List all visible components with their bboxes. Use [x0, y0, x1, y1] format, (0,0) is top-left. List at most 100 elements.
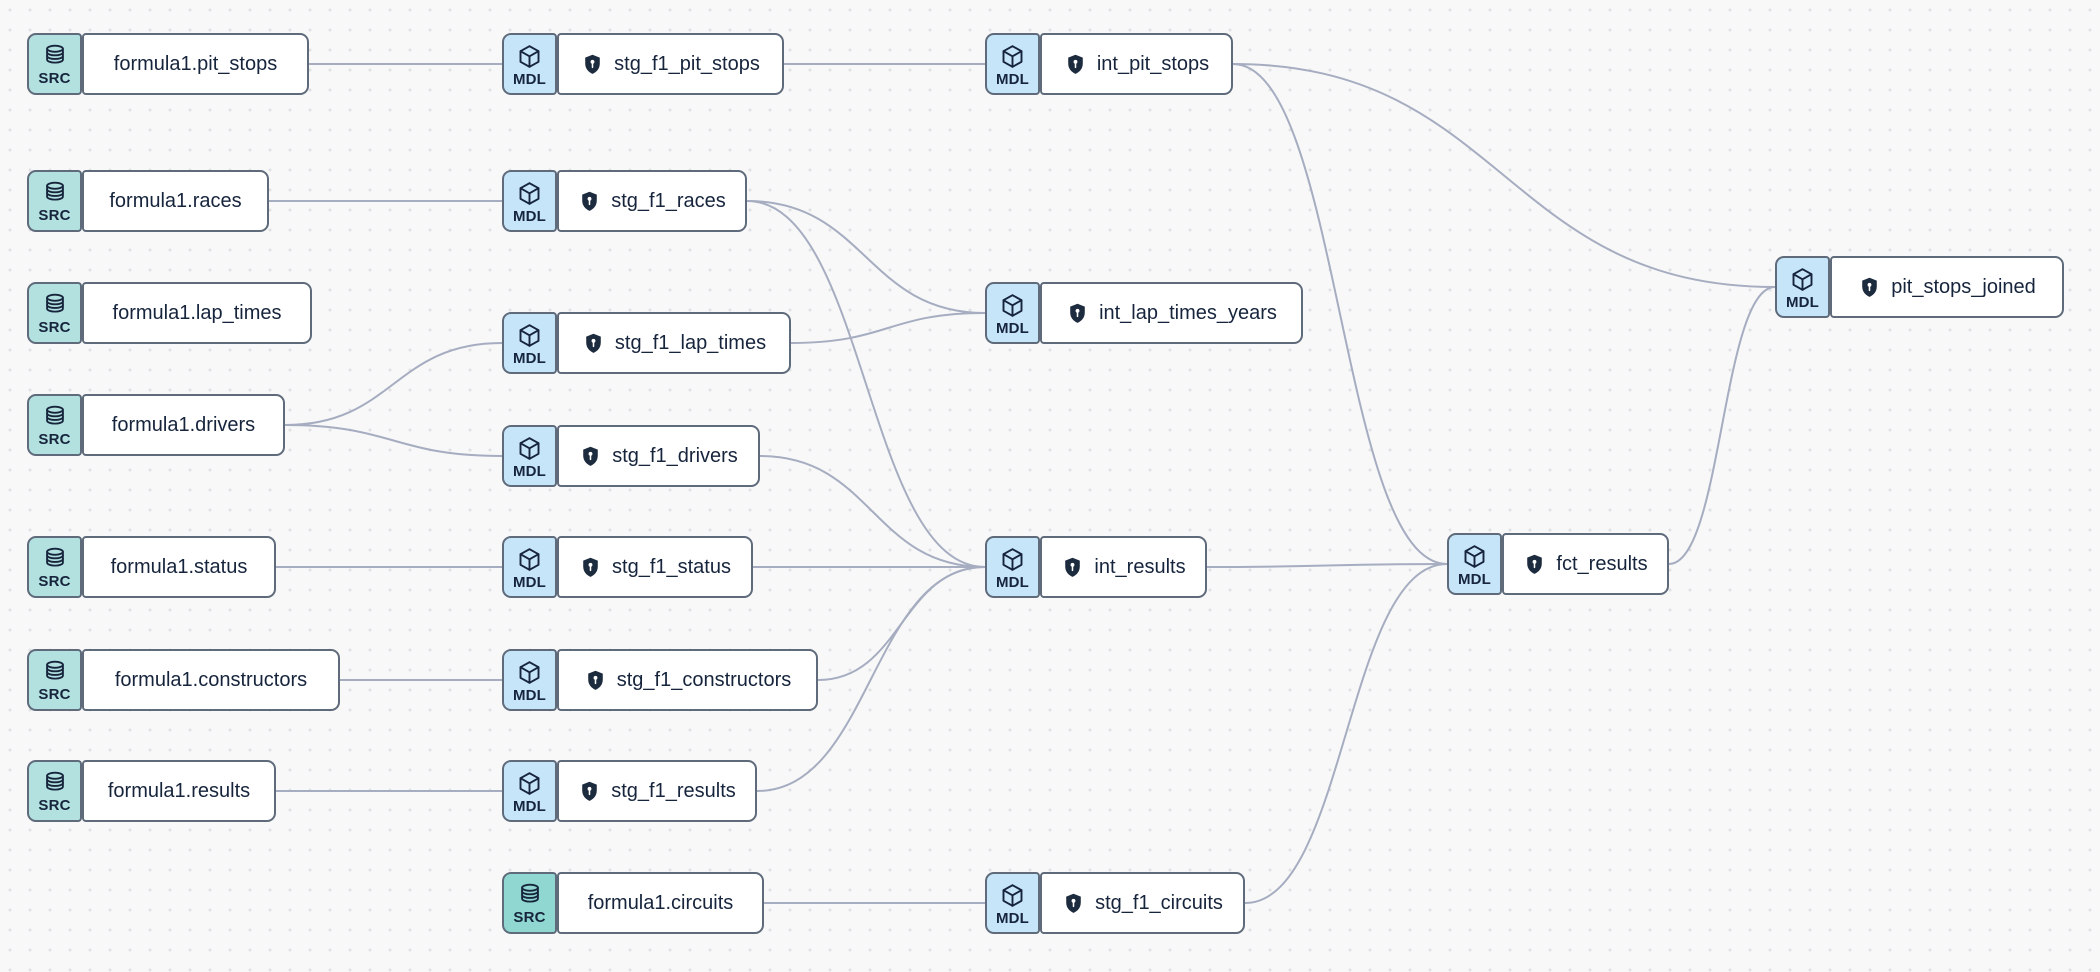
node-int_pit_stops[interactable]: MDL int_pit_stops	[985, 33, 1233, 95]
node-type-label: MDL	[995, 573, 1030, 591]
model-type-cell: MDL	[502, 760, 557, 822]
edge-stg_f1_lap_times-to-int_lap_times_years	[790, 312, 986, 344]
node-label-cell: formula1.circuits	[557, 872, 764, 934]
node-label-cell: stg_f1_results	[557, 760, 757, 822]
node-label-cell: int_lap_times_years	[1040, 282, 1303, 344]
node-label: stg_f1_results	[611, 780, 736, 802]
shield-lock-icon	[1527, 554, 1543, 574]
node-label: stg_f1_pit_stops	[614, 53, 760, 75]
node-type-label: MDL	[512, 573, 547, 591]
cube-icon	[1002, 547, 1023, 571]
edge-formula1_drivers-to-stg_f1_lap_times	[284, 342, 503, 426]
node-stg_f1_circuits[interactable]: MDL stg_f1_circuits	[985, 872, 1245, 934]
node-stg_f1_status[interactable]: MDL stg_f1_status	[502, 536, 753, 598]
node-type-label: SRC	[38, 686, 71, 703]
source-type-cell: SRC	[27, 760, 82, 822]
model-type-cell: MDL	[1775, 256, 1830, 318]
model-type-cell: MDL	[985, 282, 1040, 344]
node-label-cell: formula1.pit_stops	[82, 33, 309, 95]
node-label-cell: stg_f1_constructors	[557, 649, 818, 711]
node-fct_results[interactable]: MDL fct_results	[1447, 533, 1669, 595]
shield-lock-icon	[1070, 303, 1085, 323]
model-type-cell: MDL	[985, 872, 1040, 934]
node-label-cell: formula1.constructors	[82, 649, 340, 711]
node-label-cell: fct_results	[1502, 533, 1669, 595]
node-label: stg_f1_drivers	[612, 445, 738, 467]
model-type-cell: MDL	[985, 33, 1040, 95]
node-stg_f1_constructors[interactable]: MDL stg_f1_constructors	[502, 649, 818, 711]
edge-fct_results-to-pit_stops_joined	[1668, 286, 1776, 565]
node-stg_f1_drivers[interactable]: MDL stg_f1_drivers	[502, 425, 760, 487]
node-label-cell: stg_f1_status	[557, 536, 753, 598]
database-icon	[45, 660, 64, 680]
node-type-label: MDL	[995, 70, 1030, 88]
edge-stg_f1_drivers-to-int_results	[759, 455, 986, 568]
shield-lock-icon	[583, 446, 598, 466]
node-label-cell: stg_f1_races	[557, 170, 747, 232]
model-type-cell: MDL	[502, 170, 557, 232]
node-label: stg_f1_constructors	[616, 669, 792, 691]
node-label-cell: formula1.races	[82, 170, 269, 232]
node-label: formula1.drivers	[111, 414, 256, 436]
node-label-cell: formula1.results	[82, 760, 276, 822]
node-stg_f1_races[interactable]: MDL stg_f1_races	[502, 170, 747, 232]
database-icon	[45, 405, 64, 425]
node-stg_f1_results[interactable]: MDL stg_f1_results	[502, 760, 757, 822]
shield-lock-icon	[582, 191, 598, 211]
node-label: formula1.results	[107, 780, 251, 802]
node-type-label: MDL	[512, 70, 547, 88]
node-label: formula1.races	[109, 190, 242, 212]
node-type-label: MDL	[512, 349, 547, 367]
cube-icon	[1002, 293, 1023, 317]
node-label: formula1.constructors	[114, 669, 308, 691]
shield-lock-icon	[585, 54, 600, 74]
database-icon	[520, 883, 539, 903]
node-formula1_constructors[interactable]: SRC formula1.constructors	[27, 649, 340, 711]
node-stg_f1_pit_stops[interactable]: MDL stg_f1_pit_stops	[502, 33, 784, 95]
node-int_results[interactable]: MDL int_results	[985, 536, 1207, 598]
node-label-cell: formula1.drivers	[82, 394, 285, 456]
node-label-cell: stg_f1_drivers	[557, 425, 760, 487]
edge-stg_f1_circuits-to-fct_results	[1244, 563, 1448, 904]
node-type-label: MDL	[512, 462, 547, 480]
source-type-cell: SRC	[27, 170, 82, 232]
node-pit_stops_joined[interactable]: MDL pit_stops_joined	[1775, 256, 2064, 318]
edge-formula1_drivers-to-stg_f1_drivers	[284, 424, 503, 457]
database-icon	[45, 181, 64, 201]
node-type-label: MDL	[1457, 570, 1492, 588]
model-type-cell: MDL	[502, 536, 557, 598]
database-icon	[45, 293, 64, 313]
node-label: pit_stops_joined	[1891, 276, 2036, 298]
edge-stg_f1_races-to-int_results	[746, 200, 986, 568]
node-label: fct_results	[1556, 553, 1648, 575]
model-type-cell: MDL	[1447, 533, 1502, 595]
node-label: formula1.pit_stops	[113, 53, 278, 75]
node-label: int_results	[1094, 556, 1186, 578]
node-formula1_races[interactable]: SRC formula1.races	[27, 170, 269, 232]
node-formula1_drivers[interactable]: SRC formula1.drivers	[27, 394, 285, 456]
cube-icon	[1002, 883, 1023, 907]
node-label-cell: pit_stops_joined	[1830, 256, 2064, 318]
node-stg_f1_lap_times[interactable]: MDL stg_f1_lap_times	[502, 312, 791, 374]
node-label-cell: stg_f1_circuits	[1040, 872, 1245, 934]
node-type-label: MDL	[512, 797, 547, 815]
cube-icon	[519, 323, 540, 347]
node-int_lap_times_years[interactable]: MDL int_lap_times_years	[985, 282, 1303, 344]
edge-int_results-to-fct_results	[1206, 563, 1448, 568]
node-label-cell: stg_f1_pit_stops	[557, 33, 784, 95]
node-type-label: SRC	[38, 431, 71, 448]
node-formula1_results[interactable]: SRC formula1.results	[27, 760, 276, 822]
cube-icon	[519, 660, 540, 684]
model-type-cell: MDL	[985, 536, 1040, 598]
source-type-cell: SRC	[27, 282, 82, 344]
node-label: formula1.circuits	[587, 892, 734, 914]
node-label: stg_f1_circuits	[1095, 892, 1223, 914]
cube-icon	[1792, 267, 1813, 291]
shield-lock-icon	[1065, 557, 1081, 577]
database-icon	[45, 547, 64, 567]
